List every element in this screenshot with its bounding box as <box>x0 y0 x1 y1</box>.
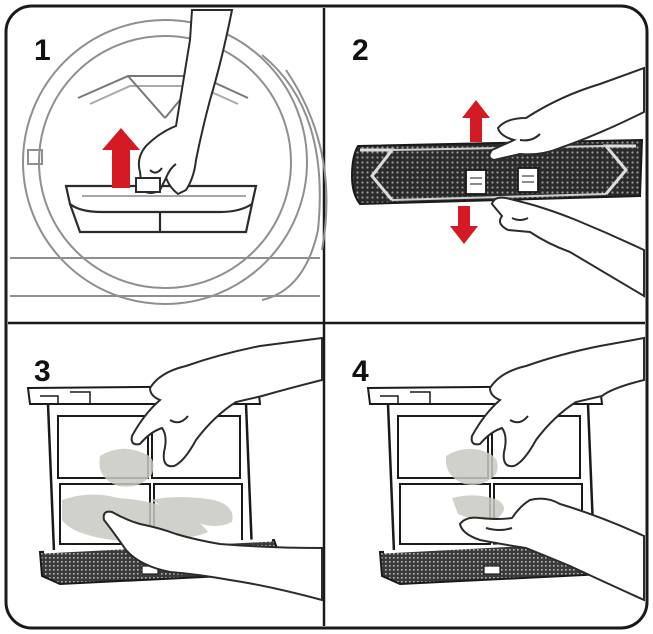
panel-4-lower-hand <box>458 497 645 602</box>
panel-2-filter <box>350 138 644 206</box>
panel-4-open-filter <box>366 384 624 586</box>
outer-border <box>4 4 649 630</box>
panel-4-upper-hand <box>470 336 645 468</box>
panel-3-upper-hand <box>130 336 323 468</box>
panel-1-up-arrow <box>102 128 140 188</box>
panel-1-hand <box>135 9 234 196</box>
step-number-1: 1 <box>34 34 51 67</box>
panel-2-upper-hand <box>488 66 645 162</box>
door-outer-ring <box>22 19 308 305</box>
panel-1-illustration <box>10 19 328 305</box>
panel-4-lint <box>445 448 504 520</box>
step-number-4: 4 <box>352 355 369 388</box>
panel-1-filter-housing <box>64 184 258 234</box>
panel-2-up-arrow <box>462 100 490 142</box>
step-number-2: 2 <box>352 34 369 67</box>
door-inner-ring <box>38 35 292 289</box>
panel-3-lower-hand <box>102 510 323 602</box>
panel-2-down-arrow <box>450 206 478 244</box>
step-number-3: 3 <box>34 355 51 388</box>
panel-3-lint <box>62 448 233 541</box>
panel-2-lower-hand <box>490 196 645 298</box>
